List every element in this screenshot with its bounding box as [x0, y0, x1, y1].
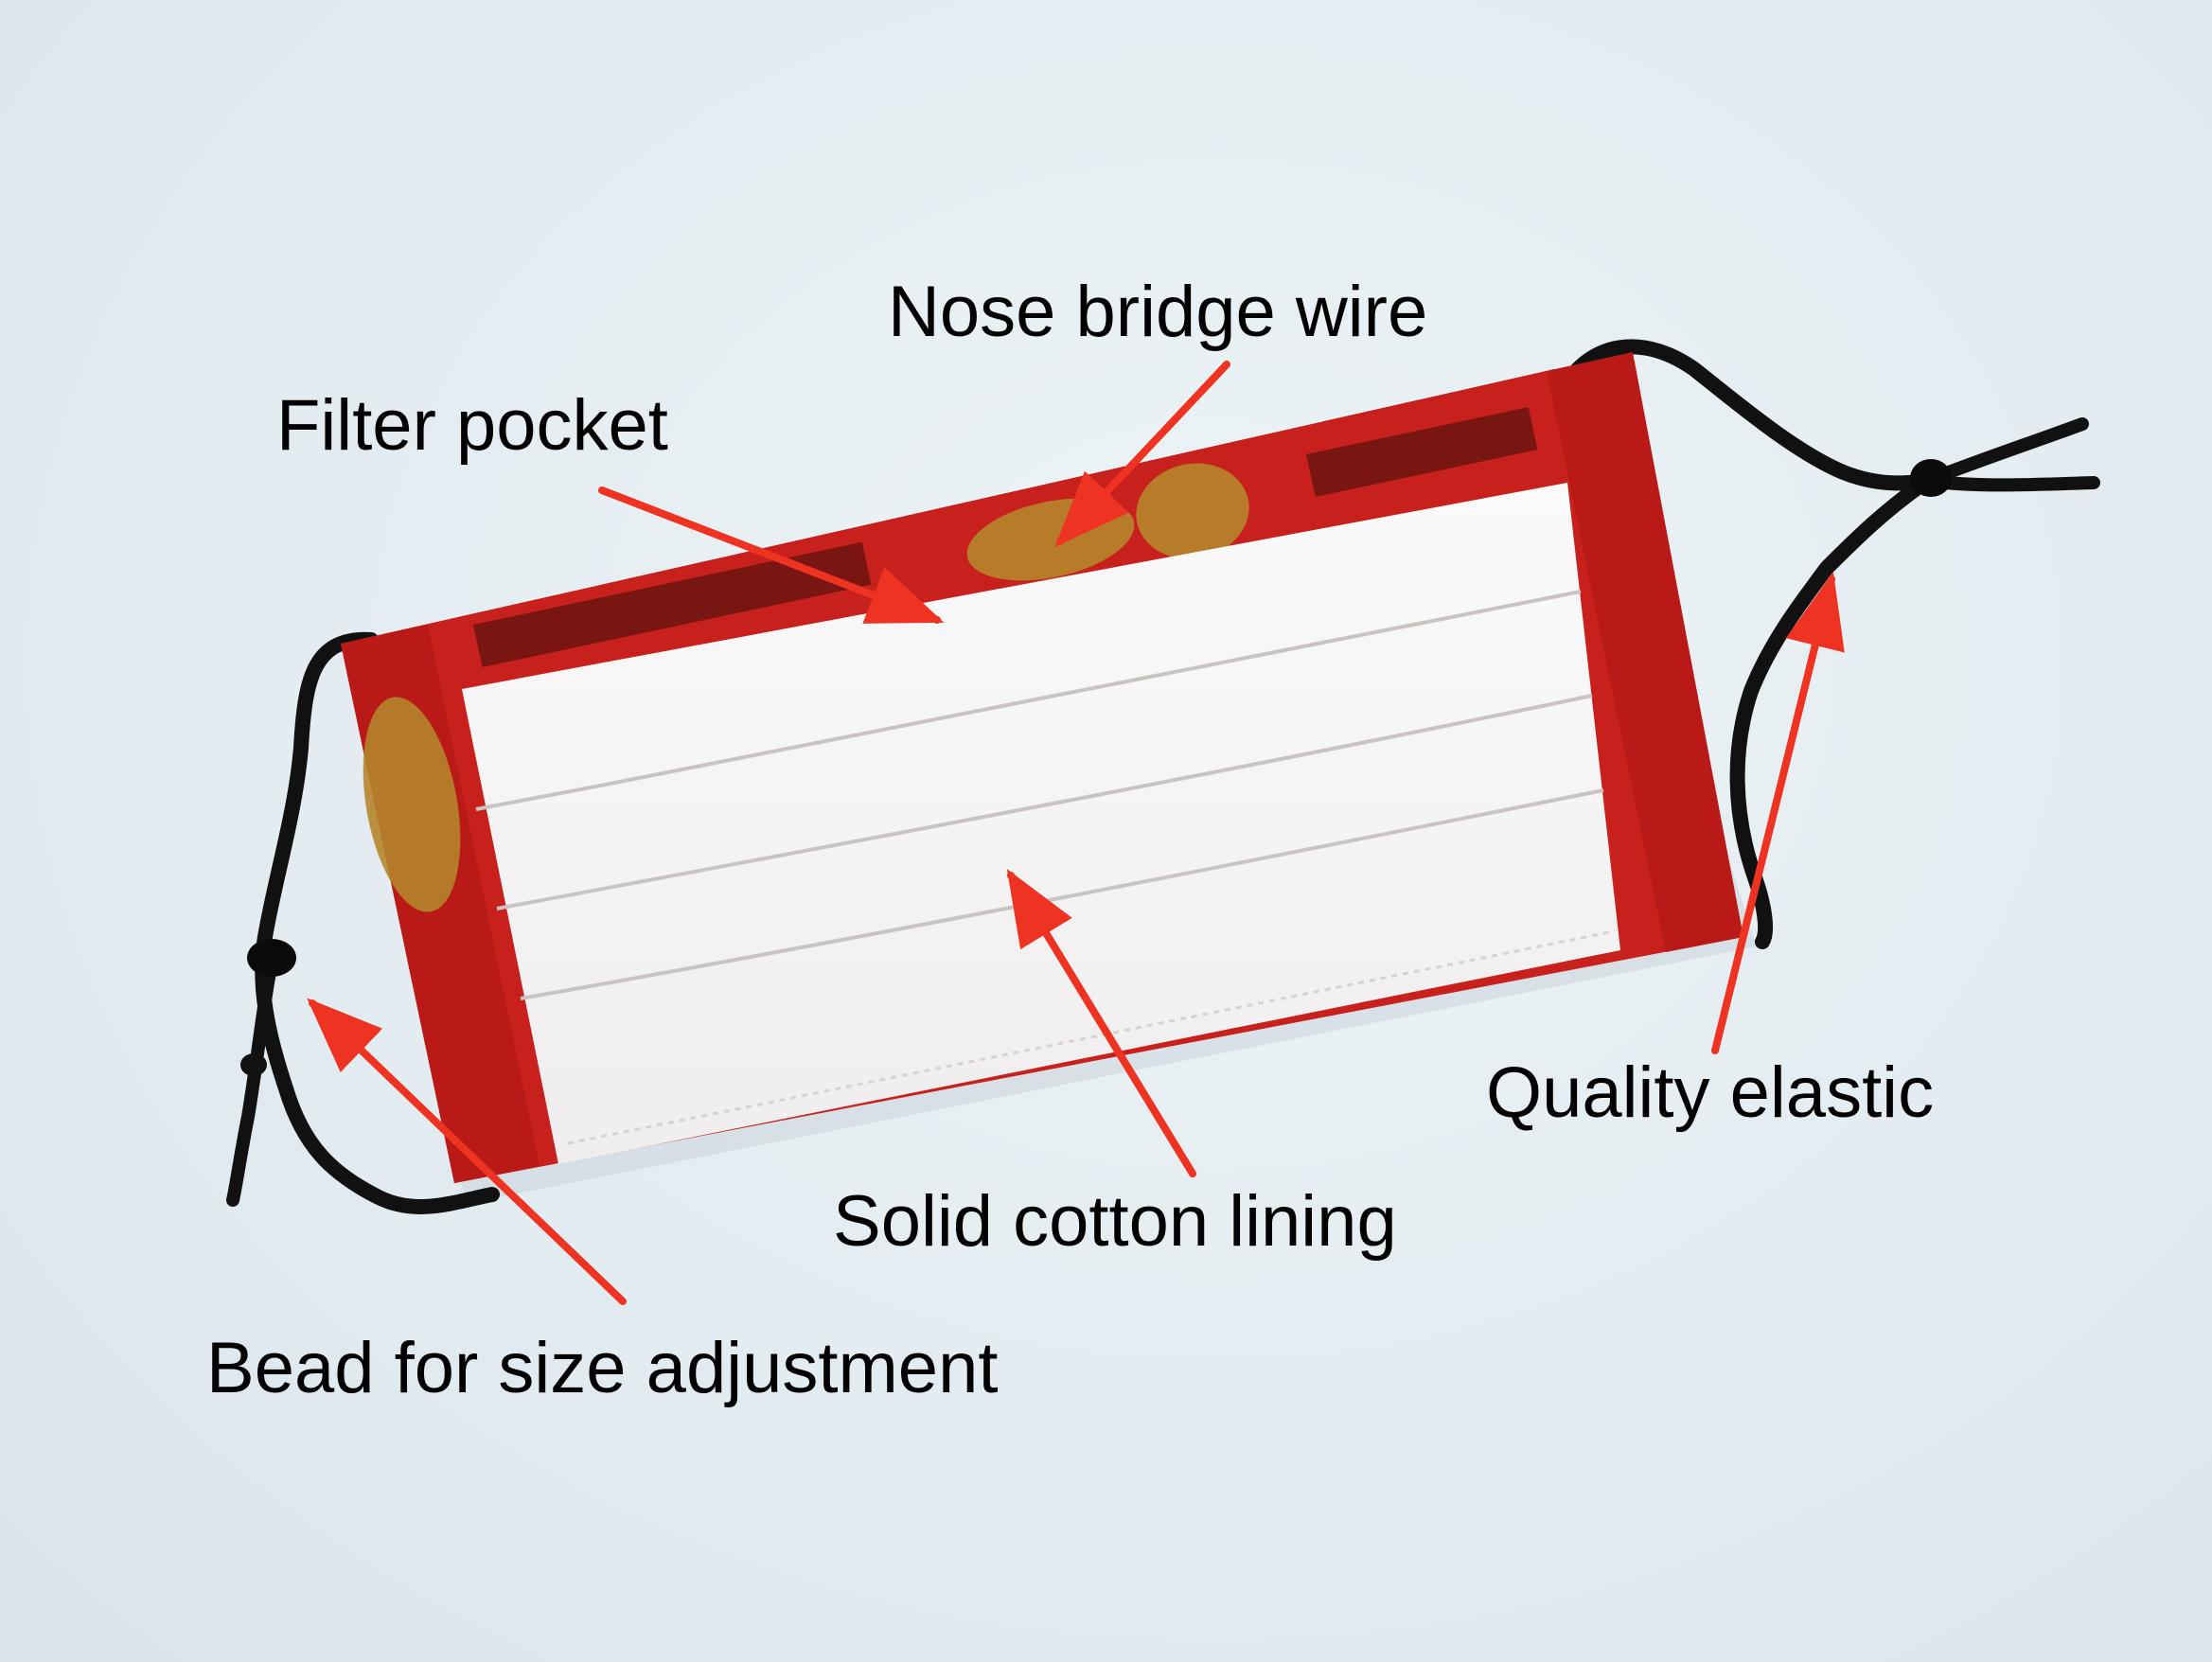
- solid-cotton-lining-label: Solid cotton lining: [833, 1181, 1397, 1262]
- left-elastic-tail: [226, 940, 281, 1207]
- right-elastic-tails: [1920, 417, 2100, 492]
- arrow-size-bead: [307, 998, 627, 1305]
- fabric-print: [363, 407, 1538, 912]
- filter-pocket-label: Filter pocket: [276, 385, 668, 466]
- arrow-solid-cotton-lining: [1006, 869, 1196, 1177]
- arrow-filter-pocket: [598, 486, 945, 624]
- left-size-bead: [247, 939, 296, 977]
- arrow-quality-elastic: [1711, 572, 1845, 1054]
- arrow-nose-bridge: [1054, 361, 1230, 547]
- right-elastic-loop: [1564, 339, 1935, 491]
- mask-lining: [462, 483, 1620, 1164]
- quality-elastic-label: Quality elastic: [1486, 1052, 1935, 1133]
- right-elastic-lower: [1729, 473, 1935, 949]
- right-size-bead: [1910, 459, 1952, 497]
- bead-size-adjustment-label: Bead for size adjustment: [206, 1328, 999, 1408]
- nose-bridge-wire-label: Nose bridge wire: [888, 272, 1428, 352]
- callout-arrows: [307, 361, 1845, 1305]
- right-side-hem: [1547, 352, 1743, 952]
- left-knot: [240, 1053, 267, 1076]
